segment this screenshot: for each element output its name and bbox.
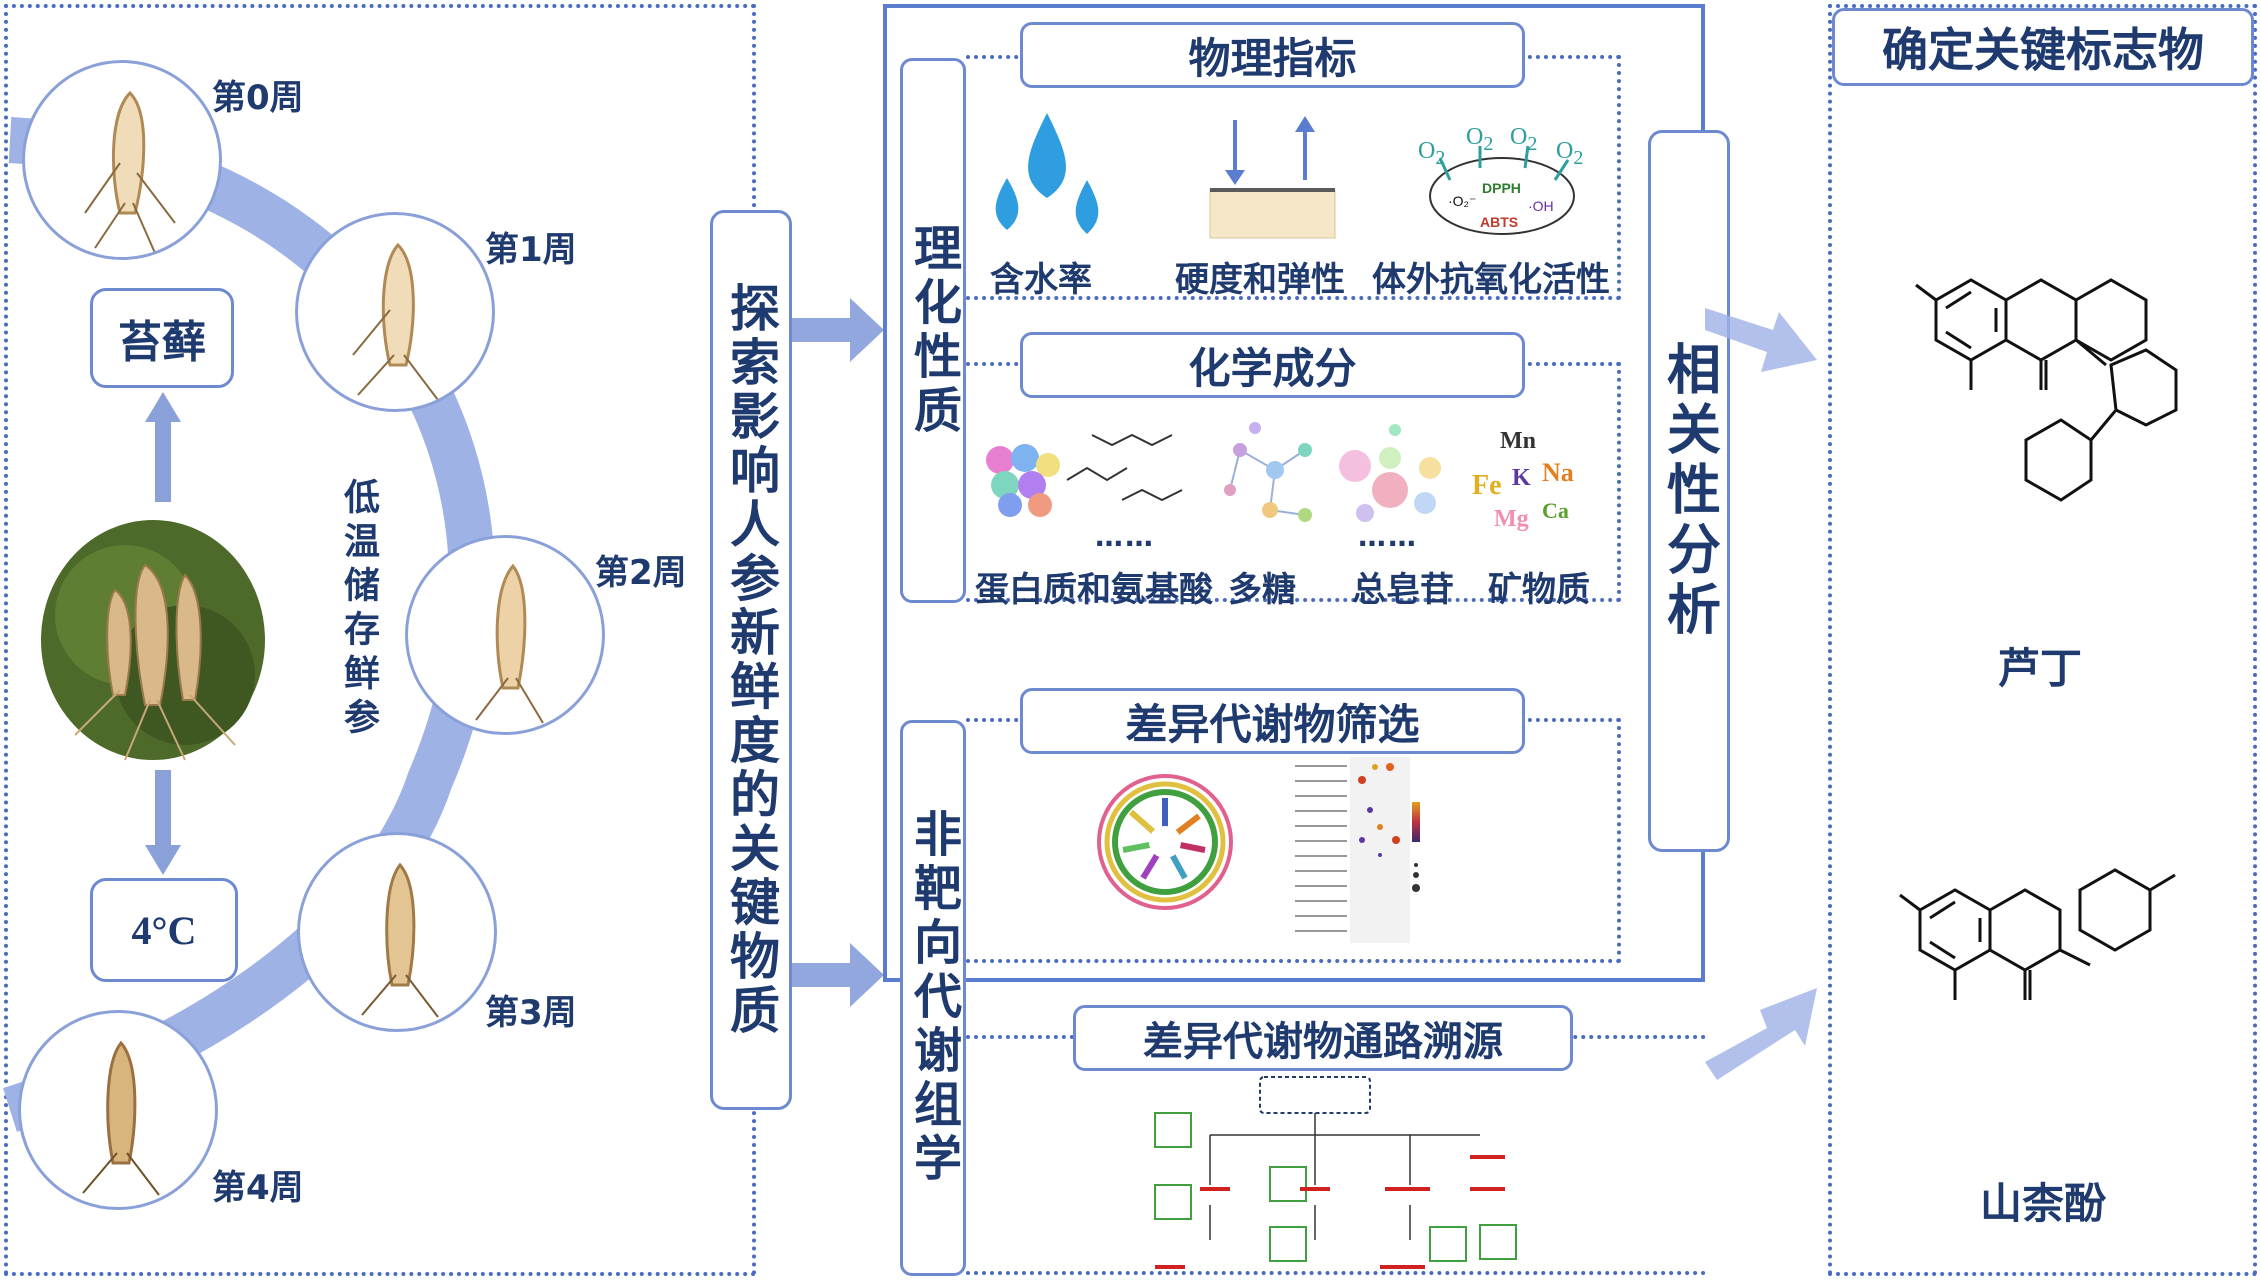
- legend-colorbar: [1412, 802, 1420, 892]
- physchem-box: 理化性质: [900, 58, 966, 603]
- pathway-title: 差异代谢物通路溯源: [1143, 1019, 1503, 1065]
- water-drops-icon: [995, 113, 1099, 234]
- protein-label: 蛋白质和氨基酸: [975, 570, 1213, 610]
- dpph-label: DPPH: [1482, 180, 1521, 196]
- hardness-label: 硬度和弹性: [1175, 260, 1345, 300]
- physical-title-box: 物理指标: [1020, 22, 1525, 88]
- arrow-to-kaempferol: [1705, 988, 1817, 1080]
- kaempferol-label: 山柰酚: [1980, 1179, 2107, 1228]
- explore-label: 探索影响人参新鲜度的关键物质: [722, 282, 780, 1038]
- moss-ginseng-image: [41, 520, 265, 761]
- o2-label-3: O2: [1510, 124, 1538, 155]
- polysaccharide-label: 多糖: [1228, 570, 1296, 610]
- water-content-label: 含水率: [990, 260, 1092, 300]
- week4-ginseng: [18, 1010, 218, 1210]
- hardness-icon: [1209, 116, 1336, 239]
- explore-box: 探索影响人参新鲜度的关键物质: [710, 210, 792, 1110]
- week3-label: 第3周: [485, 993, 577, 1033]
- week1-label: 第1周: [485, 230, 577, 270]
- week3-ginseng: [297, 832, 497, 1032]
- physchem-label: 理化性质: [905, 222, 961, 439]
- polysaccharide-icon: [1224, 422, 1312, 522]
- antioxidant-icon: [1429, 145, 1575, 235]
- temperature-box: 4°C: [90, 878, 238, 982]
- ellipsis-1: ……: [1095, 520, 1155, 553]
- week1-ginseng: [295, 212, 495, 412]
- diff-title: 差异代谢物筛选: [1125, 699, 1420, 749]
- hydroxyl-label: ·OH: [1528, 198, 1554, 214]
- diff-title-box: 差异代谢物筛选: [1020, 688, 1525, 754]
- metabolomics-label: 非靶向代谢组学: [905, 809, 961, 1187]
- week4-label: 第4周: [212, 1168, 304, 1208]
- week0-label: 第0周: [212, 78, 304, 118]
- bubble-plot: [1295, 757, 1410, 943]
- antioxidant-label: 体外抗氧化活性: [1372, 260, 1610, 300]
- rutin-label: 芦丁: [1998, 644, 2083, 693]
- week2-ginseng: [405, 535, 605, 735]
- o2-label-2: O2: [1466, 124, 1494, 155]
- o2-label-1: O2: [1418, 138, 1446, 169]
- rutin-structure: [1915, 278, 2178, 502]
- pathway-diagram: [1154, 1076, 1517, 1269]
- chemical-title: 化学成分: [1188, 343, 1357, 393]
- mineral-ca: Ca: [1542, 498, 1569, 523]
- correlation-box: 相关性分析: [1648, 130, 1730, 852]
- superoxide-label: ·O₂⁻: [1448, 193, 1477, 209]
- up-arrow: [145, 392, 181, 502]
- abts-label: ABTS: [1480, 214, 1519, 230]
- down-arrow: [145, 770, 181, 875]
- kaempferol-structure: [1899, 868, 2176, 1000]
- mineral-k: K: [1512, 465, 1531, 491]
- mineral-fe: Fe: [1472, 470, 1502, 501]
- chemical-title-box: 化学成分: [1020, 332, 1525, 398]
- right-title: 确定关键标志物: [1882, 23, 2204, 77]
- saponin-label: 总皂苷: [1352, 570, 1454, 610]
- storage-label: 低温储存鲜参: [338, 478, 379, 742]
- saponin-icon: [1339, 424, 1441, 522]
- temperature-label: 4°C: [131, 907, 197, 953]
- arrow-to-rutin: [1705, 308, 1817, 372]
- right-panel: [1828, 4, 2257, 1276]
- week2-label: 第2周: [595, 553, 687, 593]
- metabolomics-box: 非靶向代谢组学: [900, 720, 966, 1276]
- pathway-title-box: 差异代谢物通路溯源: [1073, 1005, 1573, 1071]
- moss-box: 苔藓: [90, 288, 234, 388]
- arrow-to-physchem: [792, 298, 884, 362]
- mineral-mn: Mn: [1500, 428, 1536, 454]
- circular-bar-chart: [1097, 774, 1233, 910]
- protein-icon: [986, 444, 1060, 517]
- moss-label: 苔藓: [118, 317, 206, 368]
- physical-title: 物理指标: [1188, 33, 1357, 83]
- mineral-mg: Mg: [1494, 506, 1529, 532]
- mineral-label: 矿物质: [1488, 570, 1590, 610]
- week0-ginseng: [22, 60, 222, 260]
- arrow-to-metabolomics: [792, 943, 884, 1007]
- ellipsis-2: ……: [1358, 520, 1418, 553]
- correlation-label: 相关性分析: [1657, 341, 1721, 641]
- mineral-na: Na: [1542, 458, 1574, 487]
- amino-acid-icon: [1066, 433, 1183, 502]
- o2-label-4: O2: [1556, 138, 1584, 169]
- right-title-box: 确定关键标志物: [1832, 8, 2254, 86]
